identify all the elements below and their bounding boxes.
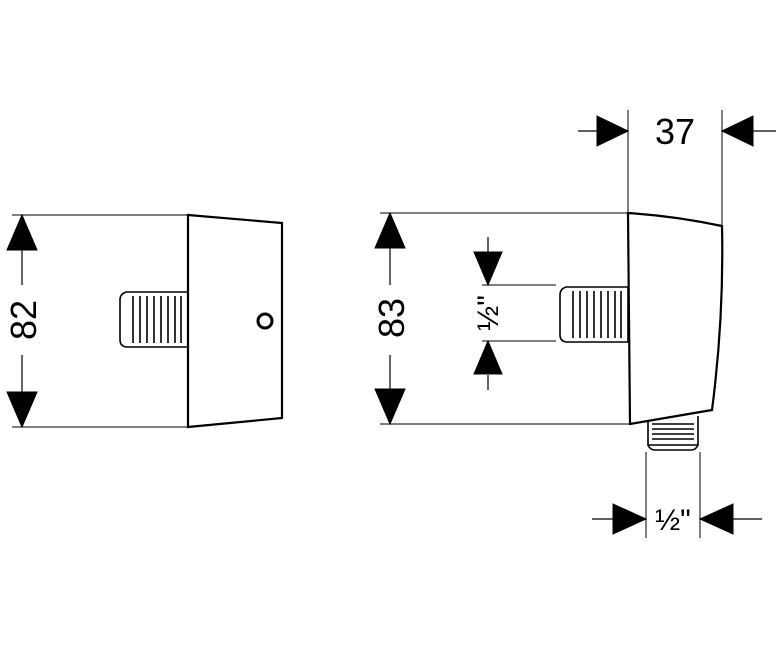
- label-right-height: 83: [371, 298, 412, 338]
- front-view-thread: [119, 291, 189, 348]
- label-depth: 37: [655, 111, 695, 152]
- arrow-right: [612, 503, 648, 535]
- dimension-depth: [578, 110, 776, 226]
- label-left-height: 82: [3, 300, 44, 340]
- arrow-right: [596, 115, 630, 147]
- front-view-hole: [256, 312, 274, 330]
- dimension-right-height: [374, 211, 630, 426]
- arrow-down: [473, 251, 503, 287]
- dimension-outlet-thread: [592, 452, 762, 538]
- arrow-up: [473, 339, 503, 375]
- front-view: [119, 213, 284, 429]
- label-outlet-thread: ½": [655, 504, 691, 537]
- arrow-down: [6, 391, 38, 429]
- arrow-left: [720, 115, 754, 147]
- side-view-inlet-thread: [559, 286, 629, 343]
- side-view-outlet-thread: [647, 416, 699, 451]
- side-view-body: [626, 211, 724, 426]
- arrow-up: [6, 213, 38, 251]
- arrow-left: [698, 503, 734, 535]
- label-inlet-thread: ½": [472, 295, 505, 331]
- side-view: [559, 211, 724, 451]
- arrow-down: [374, 388, 406, 426]
- dimension-inlet-thread: [473, 237, 556, 390]
- front-view-body: [186, 213, 284, 429]
- dimension-left-height: [6, 213, 188, 429]
- arrow-up: [374, 211, 406, 249]
